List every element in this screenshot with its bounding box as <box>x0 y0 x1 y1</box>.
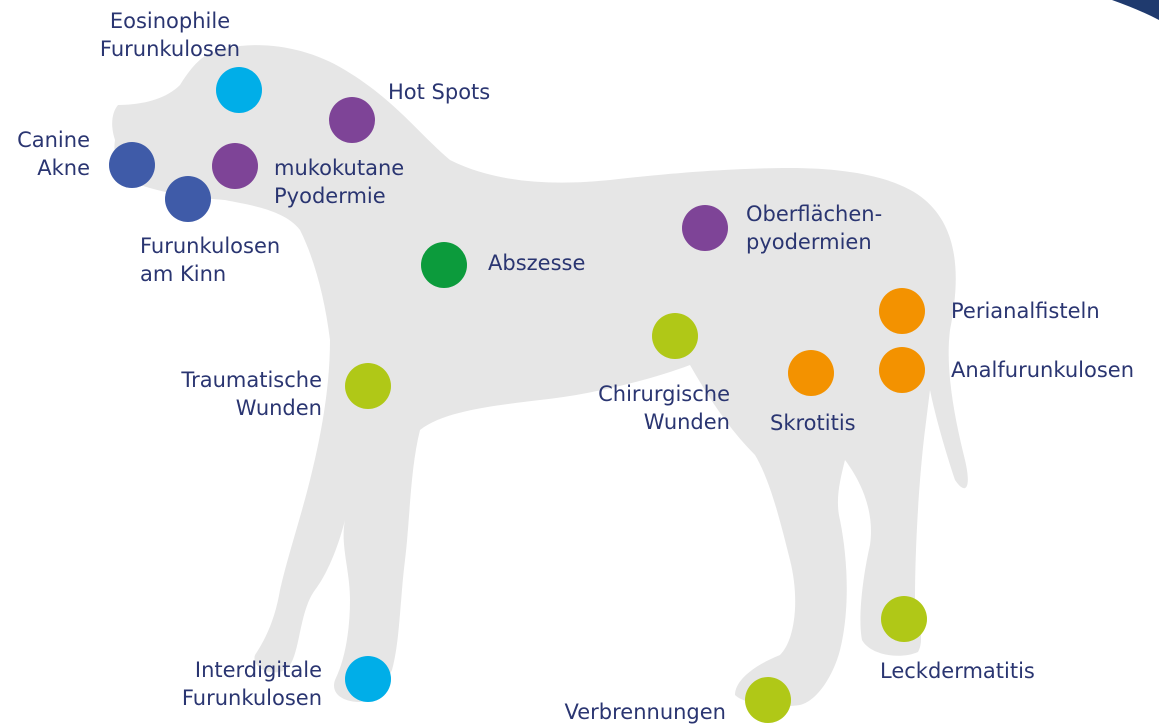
marker-furunkulosen-kinn <box>165 176 211 222</box>
marker-leckdermatitis <box>881 596 927 642</box>
marker-traumatische <box>345 363 391 409</box>
label-oberflaechen: Oberflächen- pyodermien <box>746 200 882 256</box>
marker-interdigitale <box>345 656 391 702</box>
label-mukokutane: mukokutane Pyodermie <box>274 154 404 210</box>
marker-canine-akne <box>109 142 155 188</box>
label-leckdermatitis: Leckdermatitis <box>880 657 1035 685</box>
label-canine-akne: Canine Akne <box>0 126 90 182</box>
label-interdigitale: Interdigitale Furunkulosen <box>150 656 322 712</box>
label-skrotitis: Skrotitis <box>770 409 856 437</box>
marker-analfurunkulosen <box>879 347 925 393</box>
label-traumatische: Traumatische Wunden <box>150 366 322 422</box>
label-hot-spots: Hot Spots <box>388 78 490 106</box>
label-chirurgische: Chirurgische Wunden <box>560 380 730 436</box>
label-furunkulosen-kinn: Furunkulosen am Kinn <box>140 232 280 288</box>
marker-verbrennungen <box>745 677 791 723</box>
marker-oberflaechen <box>682 205 728 251</box>
marker-skrotitis <box>788 350 834 396</box>
marker-chirurgische <box>652 313 698 359</box>
marker-hot-spots <box>329 97 375 143</box>
label-abszesse: Abszesse <box>488 249 585 277</box>
corner-accent <box>1112 0 1159 20</box>
marker-abszesse <box>421 242 467 288</box>
label-eosinophile: Eosinophile Furunkulosen <box>80 7 260 63</box>
marker-perianal <box>879 288 925 334</box>
marker-mukokutane <box>212 143 258 189</box>
label-analfurunkulosen: Analfurunkulosen <box>951 356 1134 384</box>
label-perianal: Perianalfisteln <box>951 297 1100 325</box>
label-verbrennungen: Verbrennungen <box>540 698 726 725</box>
marker-eosinophile <box>216 67 262 113</box>
